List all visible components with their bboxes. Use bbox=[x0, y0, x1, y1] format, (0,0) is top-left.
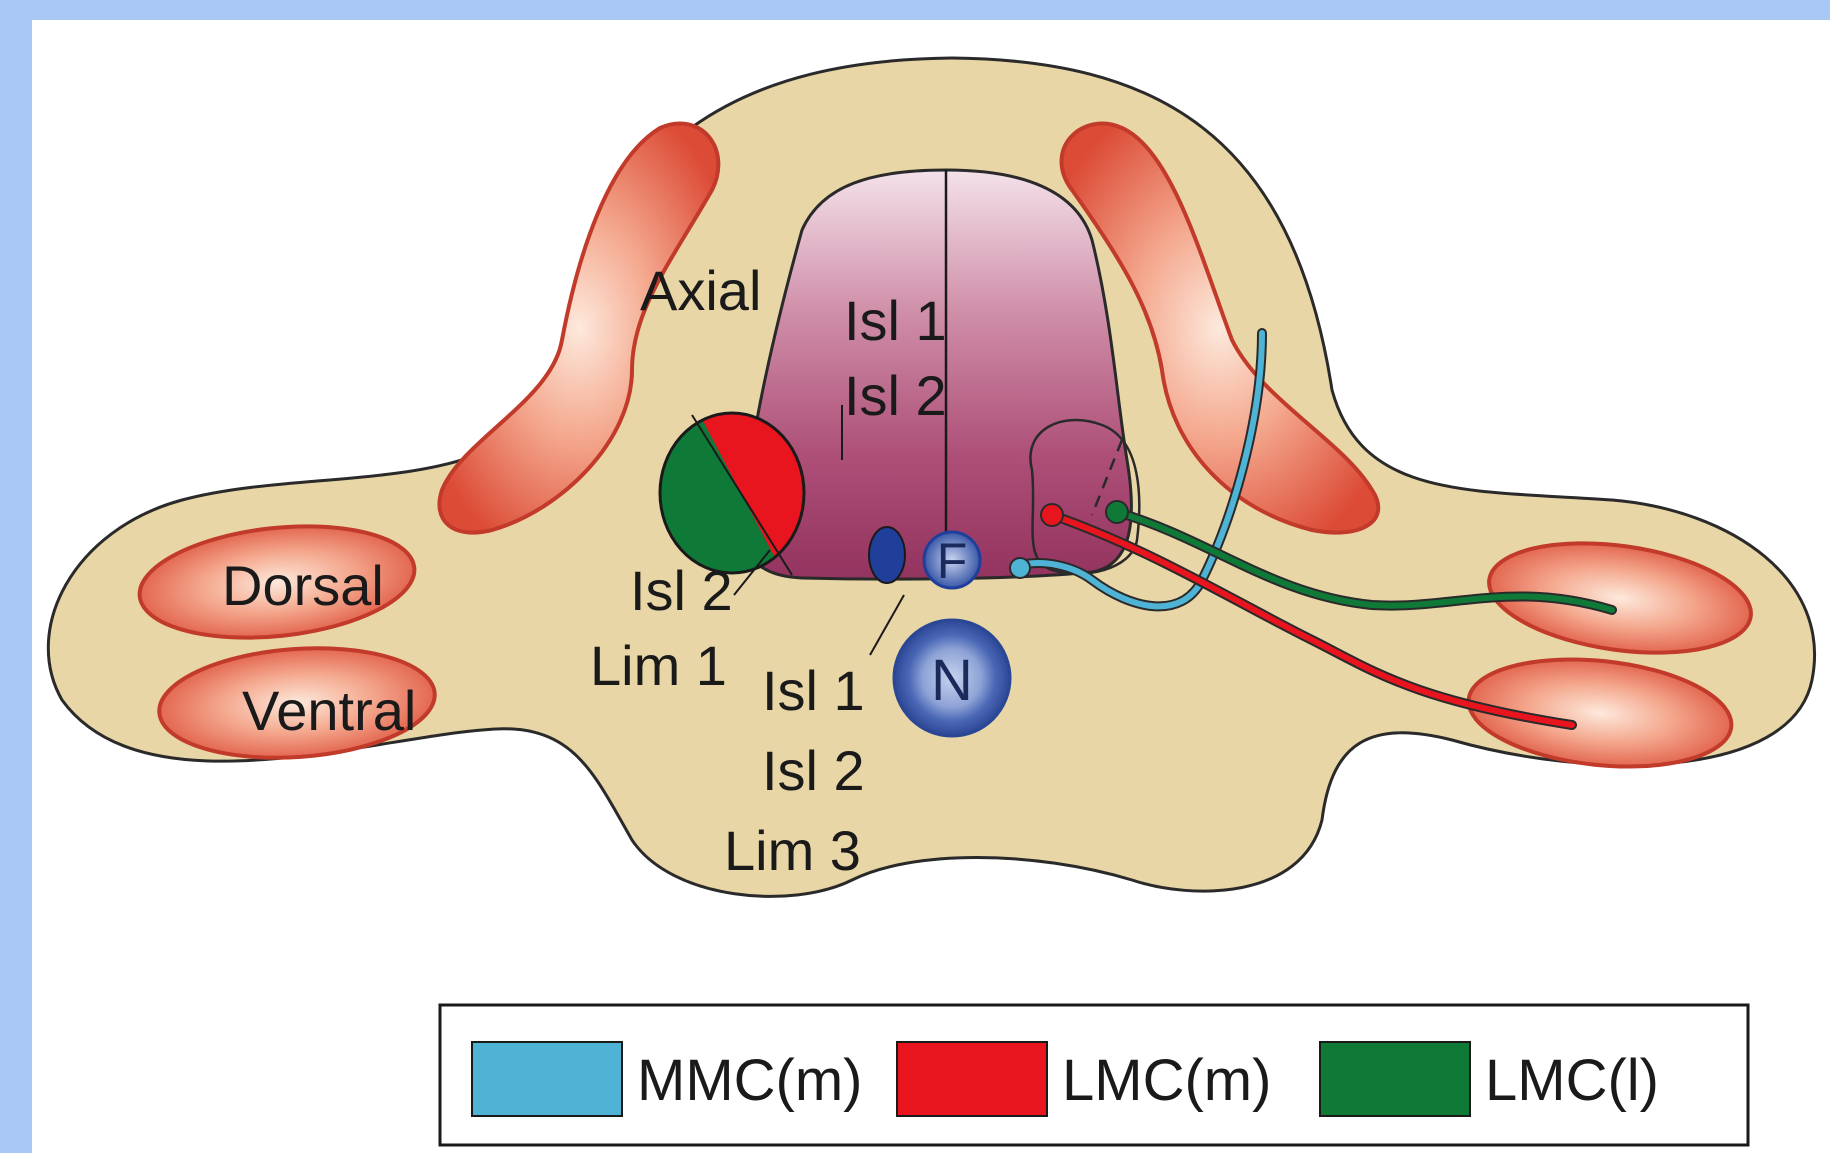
spinal-cord-diagram: F N Axial Isl 1 Isl 2 Dorsal Ventral Isl… bbox=[32, 20, 1830, 1153]
floorplate-label: F bbox=[937, 533, 968, 589]
isl1-stack-label: Isl 1 bbox=[762, 659, 865, 722]
lmc-m-soma bbox=[1041, 504, 1063, 526]
legend: MMC(m) LMC(m) LMC(l) bbox=[440, 1005, 1748, 1145]
axial-label: Axial bbox=[640, 259, 761, 322]
lim3-stack-label: Lim 3 bbox=[724, 819, 861, 882]
isl2-lim1-label-a: Isl 2 bbox=[630, 559, 733, 622]
legend-label-lmc-l: LMC(l) bbox=[1485, 1048, 1659, 1113]
legend-swatch-lmc-l bbox=[1320, 1042, 1470, 1116]
mmc-pool-left bbox=[869, 527, 905, 583]
figure-frame: F N Axial Isl 1 Isl 2 Dorsal Ventral Isl… bbox=[32, 20, 1830, 1153]
legend-swatch-mmc-m bbox=[472, 1042, 622, 1116]
dorsal-label: Dorsal bbox=[222, 554, 384, 617]
legend-swatch-lmc-m bbox=[897, 1042, 1047, 1116]
legend-label-lmc-m: LMC(m) bbox=[1062, 1048, 1271, 1113]
ventral-label: Ventral bbox=[242, 679, 416, 742]
isl2-lim1-label-b: Lim 1 bbox=[590, 634, 727, 697]
isl2-stack-label: Isl 2 bbox=[762, 739, 865, 802]
mmc-soma bbox=[1010, 558, 1030, 578]
notochord-label: N bbox=[931, 648, 973, 713]
legend-label-mmc-m: MMC(m) bbox=[637, 1048, 862, 1113]
isl1-top-label: Isl 1 bbox=[844, 289, 947, 352]
isl2-top-label: Isl 2 bbox=[844, 364, 947, 427]
lmc-l-soma bbox=[1106, 501, 1128, 523]
